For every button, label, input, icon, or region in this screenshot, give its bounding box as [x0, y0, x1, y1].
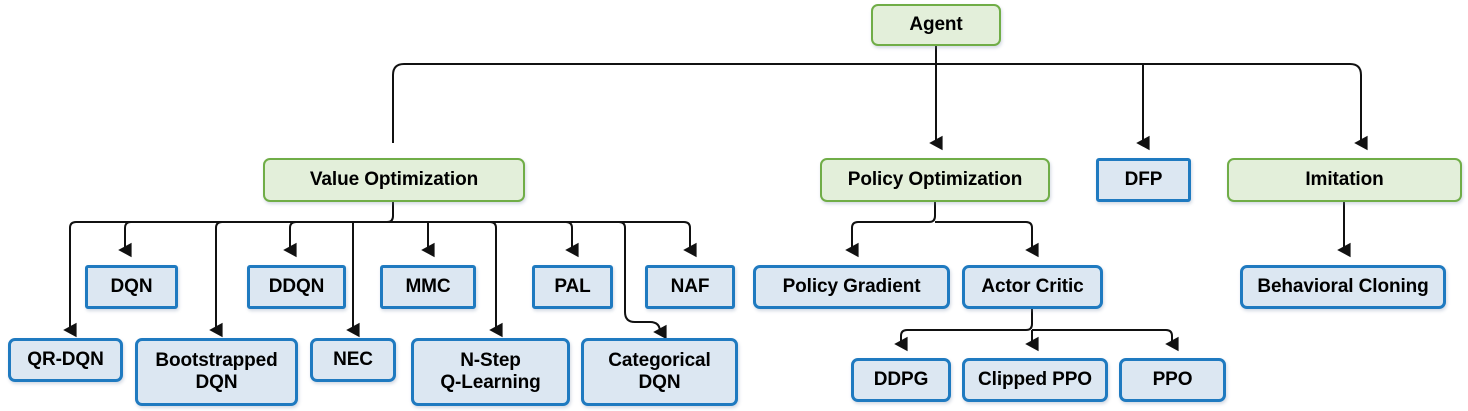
node-ddpg[interactable]: DDPG	[851, 358, 951, 402]
node-label-nstep: N-Step Q-Learning	[440, 349, 541, 393]
node-agent[interactable]: Agent	[871, 4, 1001, 46]
connector-edge	[393, 221, 667, 340]
node-dfp[interactable]: DFP	[1096, 158, 1191, 202]
node-nstep[interactable]: N-Step Q-Learning	[411, 338, 570, 406]
node-label-imitation: Imitation	[1305, 168, 1384, 190]
node-qr_dqn[interactable]: QR-DQN	[8, 338, 123, 382]
node-label-naf: NAF	[670, 275, 710, 297]
connector-edge	[209, 221, 393, 338]
connector-edge	[283, 221, 393, 258]
connector-edge	[845, 202, 936, 258]
node-label-policy_gradient: Policy Gradient	[782, 275, 921, 297]
node-dqn[interactable]: DQN	[85, 265, 178, 309]
connector-edge	[894, 309, 1033, 352]
connector-edge	[1032, 329, 1179, 352]
node-label-bootstrapped: Bootstrapped DQN	[155, 349, 278, 393]
edge-path-group	[63, 46, 1368, 352]
node-ddqn[interactable]: DDQN	[247, 265, 346, 309]
connector-edge	[393, 221, 697, 258]
node-label-categorical: Categorical DQN	[608, 349, 711, 393]
node-pal[interactable]: PAL	[532, 265, 613, 309]
node-label-mmc: MMC	[405, 275, 451, 297]
node-behavioral[interactable]: Behavioral Cloning	[1240, 265, 1446, 309]
node-label-behavioral: Behavioral Cloning	[1257, 275, 1429, 297]
connector-edge	[393, 221, 435, 258]
node-label-actor_critic: Actor Critic	[981, 275, 1084, 297]
node-label-nec: NEC	[333, 348, 373, 370]
connector-edge	[393, 221, 579, 258]
node-mmc[interactable]: MMC	[380, 265, 476, 309]
node-nec[interactable]: NEC	[310, 338, 396, 382]
node-label-dfp: DFP	[1124, 168, 1163, 190]
node-policy_opt[interactable]: Policy Optimization	[820, 158, 1050, 202]
connector-edge	[118, 221, 393, 258]
node-naf[interactable]: NAF	[645, 265, 735, 309]
node-label-value_opt: Value Optimization	[309, 168, 479, 190]
node-label-clipped_ppo: Clipped PPO	[978, 368, 1092, 390]
node-label-policy_opt: Policy Optimization	[847, 168, 1023, 190]
node-policy_gradient[interactable]: Policy Gradient	[753, 265, 950, 309]
connector-edge	[392, 63, 1368, 151]
node-label-dqn: DQN	[110, 275, 153, 297]
node-categorical[interactable]: Categorical DQN	[581, 338, 738, 406]
connector-edge	[935, 221, 1039, 258]
node-imitation[interactable]: Imitation	[1227, 158, 1462, 202]
node-clipped_ppo[interactable]: Clipped PPO	[962, 358, 1108, 402]
node-label-ddqn: DDQN	[268, 275, 325, 297]
node-label-qr_dqn: QR-DQN	[27, 348, 104, 370]
node-label-agent: Agent	[909, 13, 963, 35]
node-bootstrapped[interactable]: Bootstrapped DQN	[135, 338, 298, 406]
connector-edge	[346, 221, 393, 338]
node-label-ppo: PPO	[1152, 368, 1193, 390]
node-label-pal: PAL	[554, 275, 591, 297]
node-label-ddpg: DDPG	[873, 368, 929, 390]
node-ppo[interactable]: PPO	[1119, 358, 1226, 402]
node-actor_critic[interactable]: Actor Critic	[962, 265, 1103, 309]
node-value_opt[interactable]: Value Optimization	[263, 158, 525, 202]
